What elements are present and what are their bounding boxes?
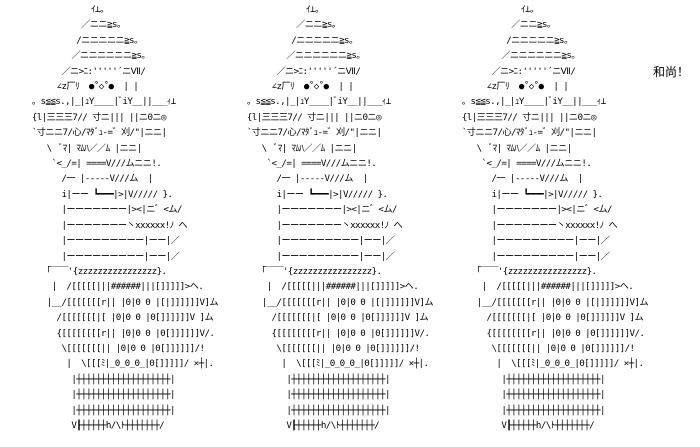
ascii-figure-right: ｲ⊥。 ／ニニ≧s。 /ニニニニニ≧s。 ／ニニニニニニ≧s。 ／ニ>ﾆ:'''… — [461, 4, 649, 431]
ascii-figure-middle: ｲ⊥。 ／ニニ≧s。 /ニニニニニ≧s。 ／ニニニニニニ≧s。 ／ニ>ﾆ:'''… — [246, 4, 434, 431]
speech-text: 和尚！ — [653, 65, 690, 79]
ascii-figure-left: ｲ⊥。 ／ニニ≧s。 /ニニニニニ≧s。 ／ニニニニニニ≧s。 ／ニ>ﾆ:'''… — [31, 4, 219, 431]
